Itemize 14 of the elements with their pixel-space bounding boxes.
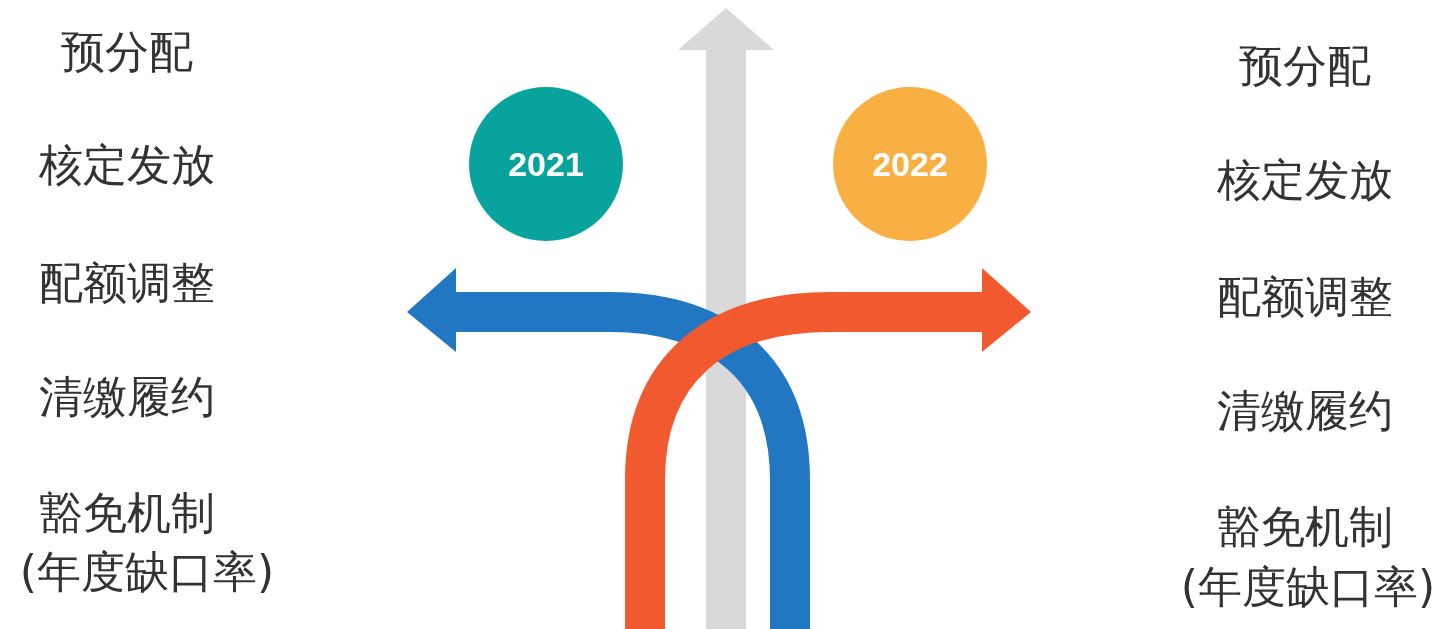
step-label: (年度缺口率)	[19, 547, 275, 597]
year-label: 2021	[508, 144, 584, 184]
step-label: 核定发放	[39, 140, 215, 190]
step-label: 豁免机制	[1217, 502, 1393, 552]
step-label: 豁免机制	[39, 488, 215, 538]
step-label: 预分配	[61, 27, 193, 77]
step-label: 清缴履约	[39, 372, 215, 422]
step-label: 清缴履约	[1217, 386, 1393, 436]
step-label: 配额调整	[39, 258, 215, 308]
step-label: 核定发放	[1217, 155, 1393, 205]
step-label: 预分配	[1239, 41, 1371, 91]
step-label: (年度缺口率)	[1180, 562, 1436, 612]
year-label: 2022	[872, 144, 948, 184]
step-label: 配额调整	[1217, 272, 1393, 322]
